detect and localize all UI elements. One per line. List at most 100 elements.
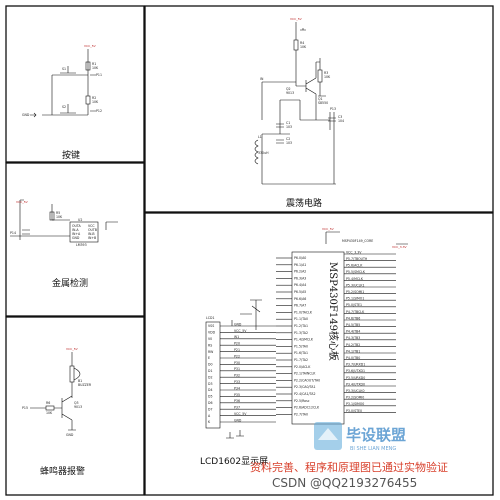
metal-panel [5, 162, 145, 317]
lcd-net-label: P33 [234, 380, 240, 384]
lcd-net-label: P21 [234, 348, 240, 352]
mcu-left-pin-label: P6.1/A1 [294, 263, 306, 267]
metal-pin-inb-neg: IN-B [88, 232, 95, 236]
buzzer-r6-value: 10K [46, 411, 53, 415]
lcd-net-label: P34 [234, 386, 240, 390]
mcu-left-pin-label: P2.3/CA0/TA1 [294, 385, 315, 389]
mcu-panel [144, 212, 494, 496]
buzzer-caption: 蜂鸣器报警 [40, 465, 85, 477]
mcu-left-pins: P6.0/A0P6.1/A1P6.2/A2P6.3/A3P6.4/A4P6.5/… [276, 256, 320, 416]
brand-name: 毕设联盟 [346, 426, 406, 444]
mcu-right-pin-label: P4.7/TBCLK [346, 310, 365, 314]
osc-c2-value: 103 [286, 141, 292, 145]
osc-r4-value: 10K [300, 45, 307, 49]
lcd-net-label: P22 [234, 354, 240, 358]
metal-pin-gnd: GND [72, 236, 80, 240]
buzzer-gnd-label: GND [66, 433, 74, 437]
watermark-credit: CSDN @QQ2193276455 [272, 476, 417, 490]
mcu-vcc33-label: VCC_3.3V [392, 245, 408, 249]
lcd-pin-label: D3 [208, 382, 212, 386]
mcu-left-pin-label: P2.2/CAOUT/TA0 [294, 378, 320, 382]
mcu-right-pin-label: P5.7/TBOUTH [346, 257, 368, 261]
lcd-pin-label: RW [208, 350, 214, 354]
mcu-left-pin-label: P6.6/A6 [294, 297, 306, 301]
keys-caption: 按键 [62, 149, 80, 161]
osc-q2-label: Q2 [286, 87, 291, 91]
osc-q1-label: Q1 [318, 97, 323, 101]
lcd-pin-label: RS [208, 343, 212, 347]
lcd-net-label: W1 [234, 335, 239, 339]
osc-p13-net: P13 [330, 107, 336, 111]
mcu-right-pin-label: VCC_3.3V [346, 250, 362, 254]
metal-u2-label: U2 [78, 218, 82, 222]
keys-r2-label: R2 [92, 96, 96, 100]
lcd-pin-label: A [208, 414, 211, 418]
mcu-circuit: VCC_5V MSP430F149_CORE VCC_3.3V MSP430F1… [205, 227, 408, 439]
metal-pin-ina-pos: IN+A [72, 232, 81, 236]
lcd-pin-label: D4 [208, 388, 212, 392]
metal-chip-part: LM393 [76, 243, 87, 247]
buzzer-r6-label: R6 [46, 401, 50, 405]
lcd-net-label: P20 [234, 342, 240, 346]
mcu-left-pin-label: P1.4/SMCLK [294, 338, 314, 342]
lcd-pin-label: K [208, 420, 211, 424]
mcu-right-pin-label: P3.1/SIMO0 [346, 402, 364, 406]
metal-r5-label: R5 [56, 211, 60, 215]
mcu-left-pin-label: P2.5/Rosc [294, 399, 310, 403]
lcd-net-label: P31 [234, 367, 240, 371]
mcu-vcc-label: VCC_5V [322, 227, 335, 231]
buzzer-b1-label: B1 [78, 379, 82, 383]
metal-caption: 金属检测 [52, 277, 88, 289]
mcu-left-pin-label: P6.2/A2 [294, 270, 306, 274]
osc-l1-label: L1 [258, 135, 262, 139]
keys-panel [5, 5, 145, 163]
metal-circuit: VCC_5V R5 10K U2 OUTA VCC IN-A OUTB IN+A… [10, 199, 118, 247]
keys-gnd-label: GND [22, 113, 30, 117]
lcd-net-label: VCC_5V [234, 412, 247, 416]
mcu-right-pin-label: P5.6/ACLK [346, 264, 363, 268]
metal-pin-outa: OUTA [72, 224, 82, 228]
mcu-left-pin-label: P6.4/A4 [294, 283, 306, 287]
lcd-net-label: P30 [234, 361, 240, 365]
lcd-pin-label: VDD [208, 331, 216, 335]
lcd-connector [205, 321, 221, 429]
keys-circuit: VCC_5V S1 S2 R1 10K R2 10K P11 P12 GND [22, 44, 102, 118]
lcd-ref-label: LCD1 [206, 316, 214, 320]
lcd-net-label: P37 [234, 406, 240, 410]
mcu-left-pin-label: P2.0/ACLK [294, 365, 311, 369]
mcu-right-pin-label: P4.3/TB3 [346, 336, 360, 340]
mcu-left-pin-label: P1.1/TA0 [294, 317, 308, 321]
buzzer-p15-net: P15 [22, 406, 28, 410]
oscillator-panel [144, 5, 494, 213]
mcu-right-pin-label: P5.3/UCLK1 [346, 283, 365, 287]
metal-r5-value: 10K [56, 215, 63, 219]
osc-c2-label: C2 [286, 137, 290, 141]
keys-p12-net: P12 [96, 109, 102, 113]
lcd-net-label: GND [234, 322, 242, 326]
mcu-right-pin-label: P5.4/MCLK [346, 277, 364, 281]
osc-r4-label: R4 [300, 41, 304, 45]
mcu-left-pin-label: P1.6/TA1 [294, 351, 308, 355]
mcu-right-pin-label: P3.3/UCLK0 [346, 389, 365, 393]
mcu-left-pin-label: P2.7/TA0 [294, 412, 308, 416]
mcu-left-pin-label: P1.3/TA2 [294, 331, 308, 335]
mcu-right-pin-label: P5.2/SOMI1 [346, 290, 364, 294]
osc-r3-value: 10K [324, 75, 331, 79]
metal-p14-net: P14 [10, 231, 16, 235]
mcu-left-pin-label: P1.0/TACLK [294, 310, 313, 314]
metal-pin-outb: OUTB [88, 228, 97, 232]
lcd-pin-label: V0 [208, 337, 212, 341]
mcu-right-pin-label: P4.6/TB6 [346, 316, 360, 320]
osc-r3-label: R3 [324, 71, 328, 75]
lcd-net-label: VCC_5V [234, 329, 247, 333]
osc-l1-value: 330uH [258, 151, 269, 155]
mcu-left-pin-label: P2.4/CA1/TA2 [294, 392, 315, 396]
buzzer-b1-value: BUZZER [78, 383, 92, 387]
osc-in-net: IN [260, 77, 264, 81]
metal-pin-inb-pos: IN+B [88, 236, 96, 240]
metal-vcc-label: VCC_5V [16, 200, 29, 204]
lcd-pin-label: D0 [208, 363, 212, 367]
mcu-right-pin-label: P3.0/STE0 [346, 409, 362, 413]
mcu-right-pin-label: P5.1/SIMO1 [346, 297, 364, 301]
